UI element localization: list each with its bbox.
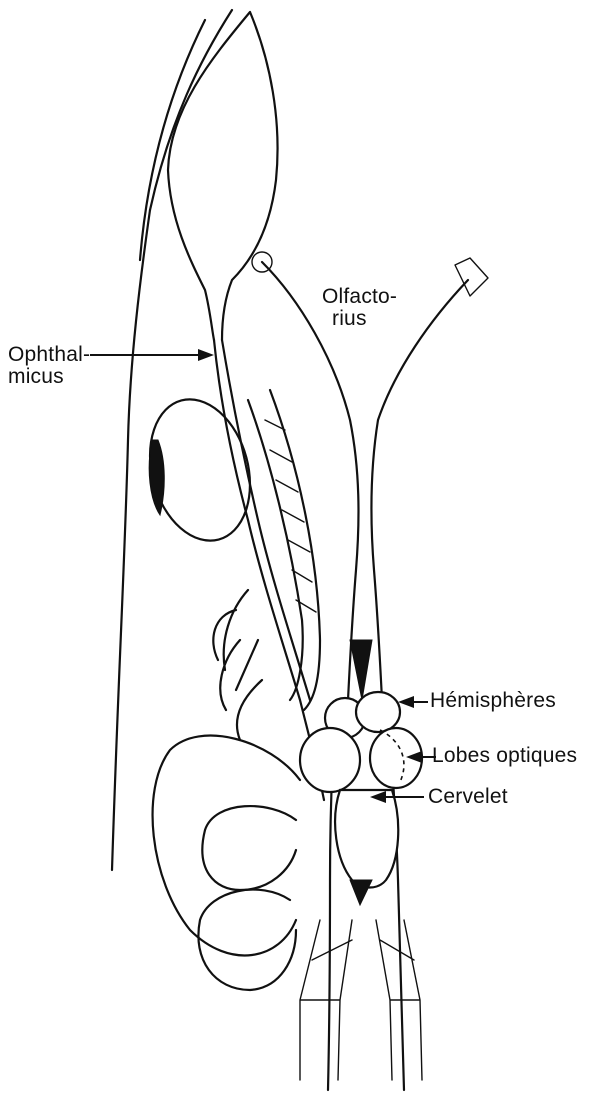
label-olfactorius: Olfacto- rius <box>322 286 397 330</box>
label-cervelet-text: Cervelet <box>428 785 508 808</box>
ophthalmicus-arrowhead <box>198 349 214 361</box>
ear-canal-middle <box>202 806 296 890</box>
eye-pupil <box>149 440 164 515</box>
label-olfactorius-line1: Olfacto- <box>322 286 397 308</box>
cerebellum-dark <box>350 880 372 905</box>
label-lobes-optiques-text: Lobes optiques <box>432 744 577 767</box>
brain-dark-wedge <box>350 640 372 700</box>
label-olfactorius-line2: rius <box>322 308 397 330</box>
label-ophthalmicus-line2: micus <box>8 366 90 388</box>
optic-lobe-left <box>300 728 360 792</box>
label-hemispheres: Hémisphères <box>430 690 556 712</box>
ear-canal-outer <box>153 736 300 956</box>
nerve-branches <box>213 590 262 740</box>
cerebellum <box>335 790 398 888</box>
hemispheres-arrowhead <box>398 696 414 708</box>
hemisphere-right <box>356 692 400 732</box>
body-outline <box>112 210 150 870</box>
label-cervelet: Cervelet <box>428 786 508 808</box>
head-outline-top <box>150 10 232 210</box>
label-ophthalmicus: Ophthal- micus <box>8 344 90 388</box>
ophthalmicus-nerve <box>214 340 324 800</box>
snout-lobe <box>168 12 278 340</box>
label-lobes-optiques: Lobes optiques <box>432 745 577 767</box>
eye-muscle-2 <box>270 390 320 710</box>
label-ophthalmicus-line1: Ophthal- <box>8 344 90 366</box>
olfactorius-right-branch <box>371 280 468 700</box>
ear-canal-lower <box>198 890 296 990</box>
label-hemispheres-text: Hémisphères <box>430 689 556 712</box>
